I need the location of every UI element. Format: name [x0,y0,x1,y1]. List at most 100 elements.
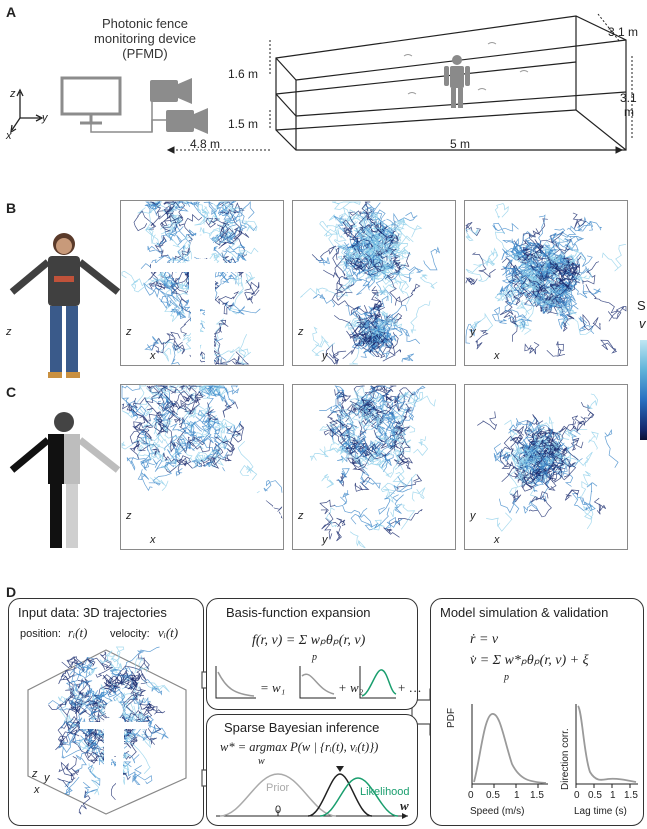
trajectory-path [407,385,426,412]
dc-tick-1: 0.5 [588,790,602,801]
trajectory-path [114,691,140,709]
trajectory-path [390,252,411,269]
trajectory-path [344,273,353,287]
trajectory-path [343,276,371,296]
sparse-inference-box [206,714,418,826]
trajectory-path [349,531,366,549]
dc-xlabel: Lag time (s) [574,806,627,817]
trajectory-path [77,680,91,699]
trajectory-path [355,439,378,453]
trajectory-path [75,678,89,696]
trajectory-path [392,494,404,514]
trajectory-path [62,675,76,701]
trajectory-path [330,419,347,441]
trajectory-path [564,428,588,438]
trajectory-path [166,294,180,313]
trajectory-path [65,680,78,706]
trajectory-path [319,437,348,458]
trajectory-path [397,425,416,456]
trajectory-path [349,390,375,410]
trajectory-path [319,401,342,413]
trajectory-path [128,669,147,682]
trajectory-path [508,458,519,496]
trajectory-3d-hexagon [27,646,187,815]
trajectory-path [206,443,224,462]
trajectory-path [61,726,76,759]
trajectory-path [604,429,619,468]
pfmd-label: Photonic fence monitoring device (PFMD) [70,16,220,61]
trajectory-path [177,391,204,415]
trajectory-path [319,221,348,237]
basis-equation: f(r, v) = Σ wₚθₚ(r, v) [252,633,366,648]
trajectory-path [121,270,158,287]
dc-ylabel: Direction corr. [560,728,571,790]
trajectory-path [205,217,227,228]
trajectory-path [220,355,245,365]
trajectory-path [163,385,182,394]
body-cutout-3d [80,701,148,794]
trajectory-path [501,466,524,482]
trajectory-path [356,321,387,346]
basis-sum-index: p [312,652,317,663]
trajectory-path [244,279,256,304]
trajectory-path [160,339,172,362]
trajectory-path [582,261,600,285]
trajectory-path [382,342,402,362]
trajectory-path [132,773,153,786]
trajectory-path [396,474,423,492]
trajectory-path [546,341,566,357]
trajectory-path [160,277,175,307]
trajectory-path [121,674,144,697]
dim-5: 5 m [450,137,471,151]
trajectory-path [325,507,338,528]
trajectory-path [87,764,101,786]
trajectory-path [561,457,577,476]
trajectory-path [552,431,565,452]
trajectory-path [315,257,330,266]
trajectory-path [570,220,602,232]
trajectory-path [64,776,80,796]
trajectory-path [67,687,91,709]
trajectory-path [337,468,350,485]
trajectory-path [319,415,344,431]
trajectory-path [223,300,239,311]
trajectory-path [93,679,112,707]
trajectory-path [232,351,250,365]
trajectory-path [583,505,594,530]
trajectory-path [130,278,161,293]
trajectory-path [493,443,503,462]
trajectory-path [163,393,182,424]
trajectory-path [397,219,423,238]
trajectory-path [511,238,526,259]
trajectory-path [347,440,359,456]
trajectory-path [562,314,575,332]
trajectory-path [158,281,177,309]
trajectory-path [134,655,148,674]
trajectory-path [534,292,552,309]
trajectory-path [361,201,374,222]
trajectory-path [528,497,552,518]
axis-z-d: z [32,768,38,780]
trajectory-path [362,232,380,249]
trajectory-path [540,260,560,279]
trajectory-path [138,443,160,456]
trajectory-path [129,430,140,452]
trajectory-path [158,423,177,453]
colorbar-label-top: S [637,298,646,313]
zero-label: 0 [275,804,282,816]
pfmd-label-line1: Photonic fence [101,16,188,31]
trajectory-path [388,217,411,242]
trajectory-path [504,301,527,319]
trajectory-path [336,391,352,405]
dc-tick-2: 1 [610,790,616,801]
trajectory-path [164,444,181,467]
trajectory-path [329,445,359,457]
trajectory-path [548,228,566,252]
trajectory-path [350,305,368,325]
trajectory-path [77,656,94,674]
trajectory-path [86,751,103,763]
trajectory-path [336,446,370,465]
trajectory-path [509,274,531,303]
trajectory-path [218,319,229,333]
trajectory-path [555,425,578,437]
